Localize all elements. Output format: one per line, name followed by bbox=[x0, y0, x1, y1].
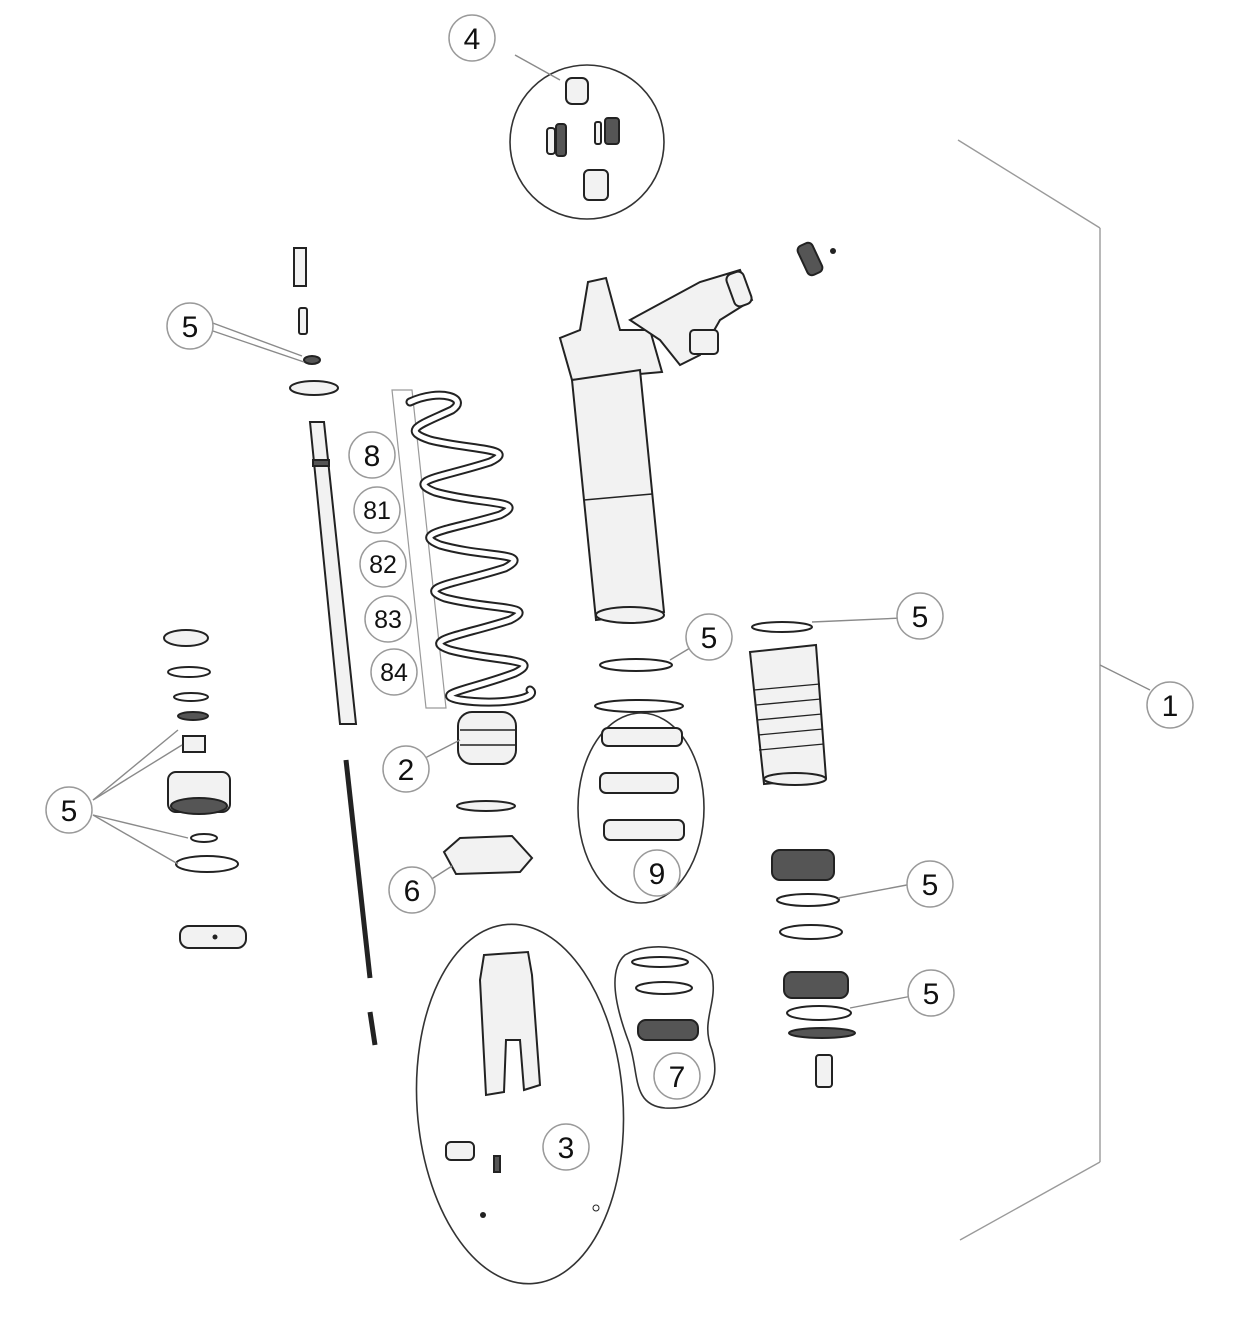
callout-4-label: 4 bbox=[464, 23, 481, 56]
callout-4: 4 bbox=[448, 14, 496, 62]
coil-spring bbox=[391, 389, 537, 709]
callout-5-right-top: 5 bbox=[896, 592, 944, 640]
callout-5-right-mid: 5 bbox=[906, 860, 954, 908]
callout-2-label: 2 bbox=[398, 754, 415, 787]
callout-83-label: 83 bbox=[374, 606, 402, 634]
callout-1: 1 bbox=[1146, 681, 1194, 729]
callout-81-label: 81 bbox=[363, 497, 391, 525]
callout-5-label: 5 bbox=[912, 601, 929, 634]
callout-82: 82 bbox=[359, 540, 407, 588]
callout-5-label: 5 bbox=[61, 795, 78, 828]
callout-3-label: 3 bbox=[558, 1132, 575, 1165]
callout-84-label: 84 bbox=[380, 659, 408, 687]
callout-1-label: 1 bbox=[1162, 690, 1179, 723]
callout-2: 2 bbox=[382, 745, 430, 793]
callout-7: 7 bbox=[653, 1052, 701, 1100]
seal-group-9 bbox=[577, 647, 705, 904]
callout-81: 81 bbox=[353, 486, 401, 534]
assembly-bracket bbox=[957, 139, 1151, 1241]
callout-82-label: 82 bbox=[369, 551, 397, 579]
callout-5-top-left: 5 bbox=[166, 302, 214, 350]
callout-9: 9 bbox=[633, 849, 681, 897]
damper-body bbox=[558, 241, 836, 624]
callout-9-label: 9 bbox=[649, 858, 666, 891]
left-parts-stack bbox=[92, 629, 247, 949]
callout-5-label: 5 bbox=[182, 311, 199, 344]
callout-5-left: 5 bbox=[45, 786, 93, 834]
callout-3: 3 bbox=[542, 1123, 590, 1171]
callout-7-label: 7 bbox=[669, 1061, 686, 1094]
callout-6: 6 bbox=[388, 866, 436, 914]
callout-8-label: 8 bbox=[364, 440, 381, 473]
shaft-and-top-parts bbox=[209, 247, 378, 1046]
callout-5-label: 5 bbox=[701, 622, 718, 655]
right-reservoir-stack bbox=[748, 617, 913, 1088]
callout-5-label: 5 bbox=[922, 869, 939, 902]
callout-5-label: 5 bbox=[923, 978, 940, 1011]
clevis-group-3 bbox=[415, 923, 625, 1285]
callout-6-label: 6 bbox=[404, 875, 421, 908]
callout-84: 84 bbox=[370, 648, 418, 696]
callout-5-right-bottom: 5 bbox=[907, 969, 955, 1017]
callout-8: 8 bbox=[348, 431, 396, 479]
seal-group-7 bbox=[614, 946, 716, 1109]
callout-83: 83 bbox=[364, 595, 412, 643]
bump-stop bbox=[424, 711, 534, 881]
callout-5-center: 5 bbox=[685, 613, 733, 661]
seal-kit-group-4 bbox=[509, 54, 665, 220]
